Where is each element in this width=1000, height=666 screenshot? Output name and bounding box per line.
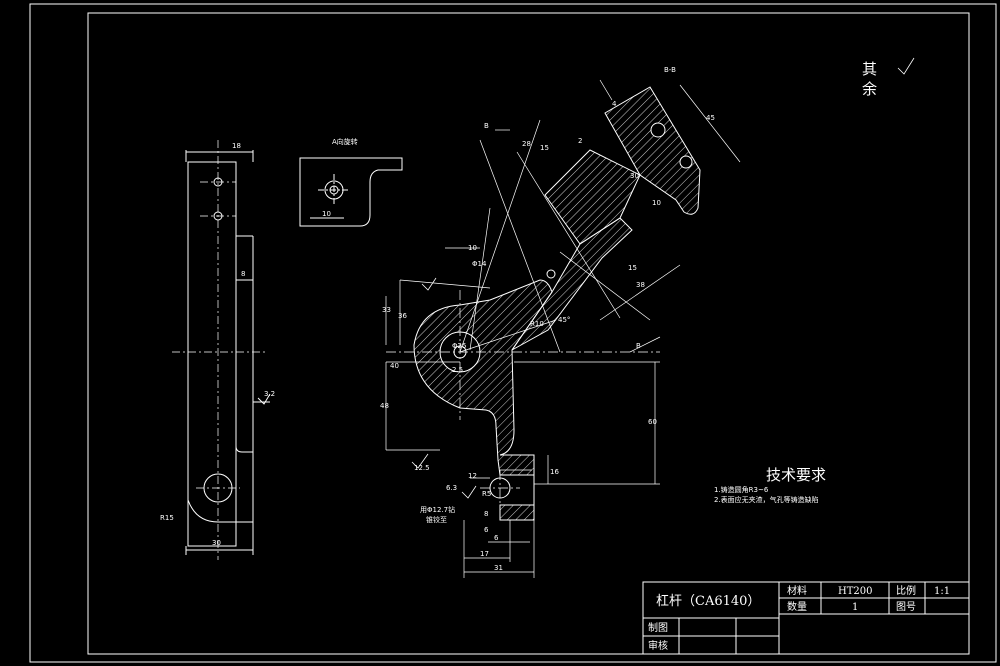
arrow-b2: B [636, 342, 641, 350]
dim-left-slot: 8 [241, 270, 245, 278]
dim-12: 12 [468, 472, 477, 480]
left-side-view [185, 150, 271, 555]
dim-12-5: 12.5 [414, 464, 430, 472]
dim-10b: 10 [468, 244, 477, 252]
dim-30: 30 [630, 172, 639, 180]
dim-2-5: 2.5 [452, 366, 463, 374]
material-value: HT200 [838, 586, 872, 597]
drawing-title: 杠杆（CA6140） [656, 593, 760, 609]
dim-r10: R10 [530, 320, 544, 328]
inner-border [87, 12, 970, 655]
dim-left-radius: R15 [160, 514, 174, 522]
dim-4: 4 [612, 100, 617, 108]
tech-req-item-2: 2.表面应无夹渣，气孔等铸造缺陷 [714, 495, 819, 504]
dim-phi14: Φ14 [472, 260, 487, 268]
dim-15: 15 [540, 144, 549, 152]
dim-17: 17 [480, 550, 489, 558]
main-section-view [413, 86, 701, 521]
quantity-label: 数量 [787, 600, 807, 613]
tech-req-item-1: 1.铸造圆角R3~6 [714, 485, 769, 494]
title-block [642, 581, 970, 655]
material-label: 材料 [787, 584, 807, 597]
arrow-b1: B [484, 122, 489, 130]
scale-label: 比例 [896, 584, 916, 597]
checked-label: 审核 [648, 639, 668, 652]
dim-10: 10 [652, 199, 661, 207]
dim-36: 36 [398, 312, 407, 320]
outer-border [29, 3, 997, 663]
quantity-value: 1 [852, 602, 858, 613]
scale-value: 1:1 [934, 586, 950, 597]
dim-left-top: 18 [232, 142, 241, 150]
dim-r5: R5 [482, 490, 491, 498]
dim-8: 8 [484, 510, 488, 518]
section-bb-label: B-B [664, 66, 676, 74]
dim-45-angle: 45° [558, 316, 570, 324]
hole-note-1: 用Φ12.7钻 [420, 505, 455, 514]
dim-6-3: 6.3 [446, 484, 457, 492]
dim-2: 2 [578, 137, 582, 145]
dim-60: 60 [648, 418, 657, 426]
dim-6: 6 [494, 534, 499, 542]
drawing-no-label: 图号 [896, 601, 916, 613]
roughness-note-2: 余 [862, 80, 877, 98]
dim-38: 38 [636, 281, 645, 289]
dim-40: 40 [390, 362, 399, 370]
dim-6b: 6 [484, 526, 489, 534]
dim-33: 33 [382, 306, 391, 314]
dim-45: 45 [706, 114, 715, 122]
dim-phi25: Φ25 [452, 342, 466, 350]
dim-left-bottom: 30 [212, 539, 221, 547]
dim-16: 16 [550, 468, 559, 476]
dim-28: 28 [522, 140, 531, 148]
dim-15b: 15 [628, 264, 637, 272]
dim-48: 48 [380, 402, 389, 410]
dim-left-roughness: 3.2 [264, 390, 275, 398]
hole-note-2: 锥铰至 [426, 515, 447, 524]
view-a [299, 157, 403, 227]
dim-view-a: 10 [322, 210, 331, 218]
view-a-label: A向旋转 [332, 137, 358, 146]
roughness-note-1: 其 [862, 60, 877, 78]
tech-req-title: 技术要求 [766, 466, 826, 484]
dim-31: 31 [494, 564, 503, 572]
drawn-label: 制图 [648, 621, 668, 634]
